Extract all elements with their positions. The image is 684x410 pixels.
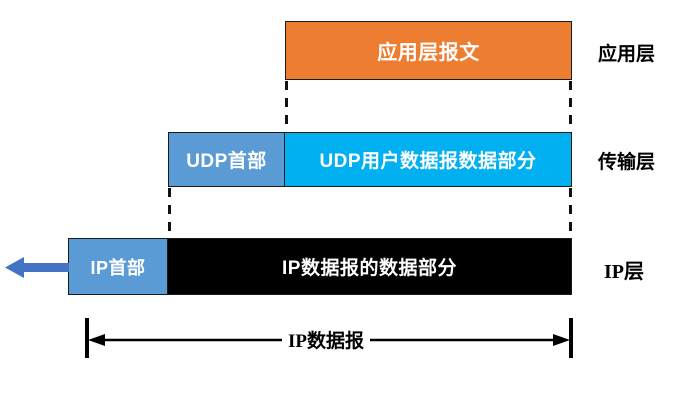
application-message-box: 应用层报文 — [285, 21, 572, 80]
udp-header-label: UDP首部 — [186, 151, 267, 172]
dashed-connector-app-left — [285, 81, 288, 132]
ip-datagram-dimension-label: IP数据报 — [282, 326, 371, 353]
ip-data-label: IP数据报的数据部分 — [282, 258, 457, 279]
udp-data-label: UDP用户数据报数据部分 — [319, 151, 537, 172]
layer-label-transport: 传输层 — [598, 152, 656, 173]
ip-header-box: IP首部 — [68, 238, 168, 295]
ip-header-label: IP首部 — [90, 257, 146, 278]
outgoing-arrow-icon — [5, 257, 69, 278]
layer-label-ip: IP层 — [604, 261, 644, 283]
layer-label-application: 应用层 — [598, 44, 656, 65]
application-message-label: 应用层报文 — [377, 42, 480, 64]
udp-header-box: UDP首部 — [168, 132, 285, 187]
udp-data-box: UDP用户数据报数据部分 — [285, 132, 572, 187]
ip-data-box: IP数据报的数据部分 — [168, 238, 572, 295]
dashed-connector-udp-right — [569, 188, 572, 238]
dashed-connector-app-right — [569, 81, 572, 132]
dashed-connector-udp-left — [168, 188, 171, 238]
